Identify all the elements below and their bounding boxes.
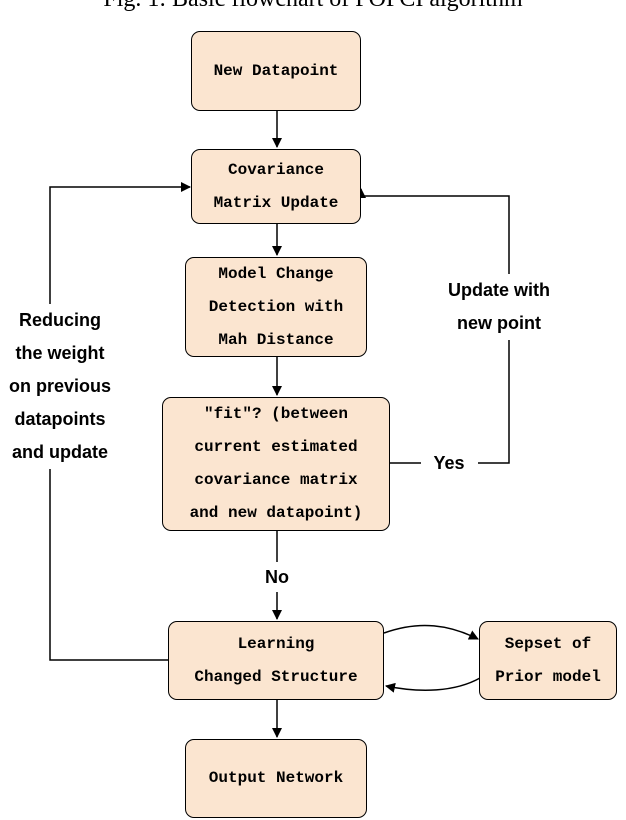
fit-decision-node: "fit"? (between current estimated covari… [162,397,390,531]
yes-label: Yes [423,451,475,475]
new-datapoint-node: New Datapoint [191,31,361,111]
sepset-prior-model-node: Sepset of Prior model [479,621,617,700]
figure-caption: Fig. 1: Basic flowchart of POPCI algorit… [0,0,626,13]
model-change-detection-node: Model Change Detection with Mah Distance [185,257,367,357]
arrow-sepset-to-learning [385,677,481,693]
reducing-weight-label: Reducing the weight on previous datapoin… [2,304,118,469]
no-label: No [257,565,297,589]
update-with-new-point-label: Update with new point [437,274,561,340]
output-network-node: Output Network [185,739,367,818]
arrow-learning-to-sepset [383,624,479,640]
covariance-update-node: Covariance Matrix Update [191,149,361,224]
arrow-yes-loop [356,188,510,464]
learning-changed-structure-node: Learning Changed Structure [168,621,384,700]
